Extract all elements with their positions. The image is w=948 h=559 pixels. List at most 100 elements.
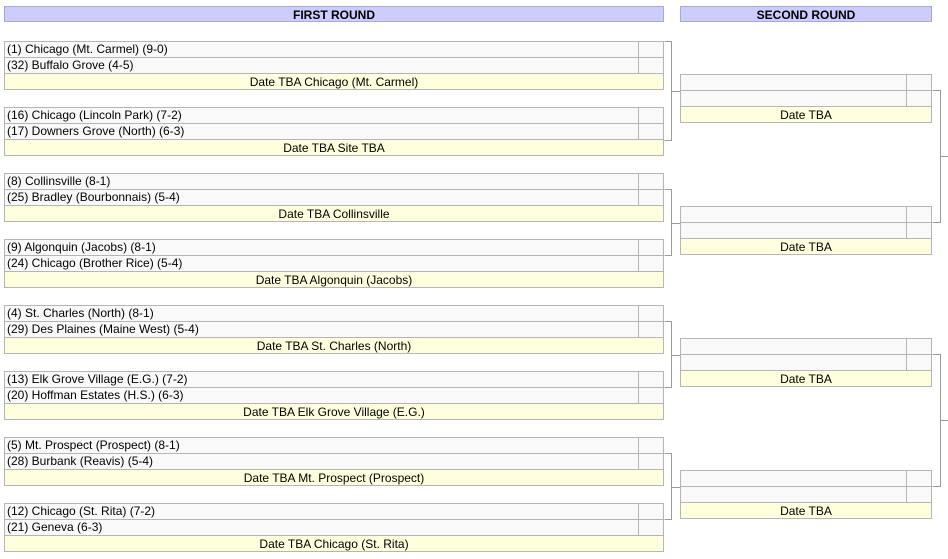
team-name: (24) Chicago (Brother Rice) (5-4): [7, 256, 183, 270]
team-slot[interactable]: (32) Buffalo Grove (4-5): [4, 57, 664, 73]
team-slot[interactable]: [680, 470, 932, 486]
connector-line: [664, 355, 672, 388]
team-slot[interactable]: [680, 206, 932, 222]
team-name: [681, 471, 906, 486]
connector-line: [664, 91, 672, 141]
team-slot[interactable]: [680, 338, 932, 354]
team-name: (20) Hoffman Estates (H.S.) (6-3): [7, 388, 184, 402]
team-score: [638, 504, 663, 519]
first-round-matchup-8: (12) Chicago (St. Rita) (7-2) (21) Genev…: [4, 503, 664, 552]
team-name: (8) Collinsville (8-1): [7, 174, 111, 188]
team-slot[interactable]: [680, 354, 932, 370]
team-score: [906, 207, 931, 222]
first-round-matchup-6: (13) Elk Grove Village (E.G.) (7-2) (20)…: [4, 371, 664, 420]
team-name: (13) Elk Grove Village (E.G.) (7-2): [7, 372, 188, 386]
team-score: [638, 190, 663, 205]
game-info: Date TBA: [680, 502, 932, 519]
team-slot[interactable]: (29) Des Plaines (Maine West) (5-4): [4, 321, 664, 337]
team-slot[interactable]: (17) Downers Grove (North) (6-3): [4, 123, 664, 139]
connector-line: [932, 90, 948, 157]
connector-line: [664, 189, 680, 224]
team-score: [638, 520, 663, 535]
team-slot[interactable]: (24) Chicago (Brother Rice) (5-4): [4, 255, 664, 271]
game-info: Date TBA: [680, 106, 932, 123]
team-score: [906, 91, 931, 106]
team-name: (21) Geneva (6-3): [7, 520, 103, 534]
team-slot[interactable]: (9) Algonquin (Jacobs) (8-1): [4, 239, 664, 255]
team-slot[interactable]: [680, 222, 932, 238]
team-score: [906, 223, 931, 238]
team-score: [906, 471, 931, 486]
team-score: [638, 58, 663, 73]
team-slot[interactable]: (25) Bradley (Bourbonnais) (5-4): [4, 189, 664, 205]
team-name: [681, 487, 906, 502]
connector-line: [932, 156, 941, 223]
team-slot[interactable]: (4) St. Charles (North) (8-1): [4, 305, 664, 321]
team-name: [681, 207, 906, 222]
game-info: Date TBA Elk Grove Village (E.G.): [4, 403, 664, 420]
team-score: [638, 108, 663, 123]
team-slot[interactable]: (12) Chicago (St. Rita) (7-2): [4, 503, 664, 519]
connector-line: [932, 354, 948, 421]
team-name: (12) Chicago (St. Rita) (7-2): [7, 504, 156, 518]
team-name: [681, 75, 906, 90]
game-info: Date TBA Collinsville: [4, 205, 664, 222]
connector-line: [664, 223, 672, 256]
team-score: [906, 487, 931, 502]
second-round-header: SECOND ROUND: [680, 6, 932, 22]
second-round-matchup-2: Date TBA: [680, 206, 932, 255]
team-score: [906, 339, 931, 354]
connector-line: [664, 487, 672, 520]
team-slot[interactable]: (21) Geneva (6-3): [4, 519, 664, 535]
game-info: Date TBA Site TBA: [4, 139, 664, 156]
team-score: [906, 75, 931, 90]
team-name: (16) Chicago (Lincoln Park) (7-2): [7, 108, 182, 122]
team-name: (5) Mt. Prospect (Prospect) (8-1): [7, 438, 180, 452]
team-slot[interactable]: (13) Elk Grove Village (E.G.) (7-2): [4, 371, 664, 387]
team-name: (32) Buffalo Grove (4-5): [7, 58, 134, 72]
team-slot[interactable]: (5) Mt. Prospect (Prospect) (8-1): [4, 437, 664, 453]
game-info: Date TBA Chicago (St. Rita): [4, 535, 664, 552]
first-round-matchup-1: (1) Chicago (Mt. Carmel) (9-0) (32) Buff…: [4, 41, 664, 90]
first-round-matchup-2: (16) Chicago (Lincoln Park) (7-2) (17) D…: [4, 107, 664, 156]
team-slot[interactable]: (8) Collinsville (8-1): [4, 173, 664, 189]
connector-line: [664, 453, 680, 488]
team-name: (29) Des Plaines (Maine West) (5-4): [7, 322, 199, 336]
team-score: [638, 454, 663, 469]
first-round-matchup-3: (8) Collinsville (8-1) (25) Bradley (Bou…: [4, 173, 664, 222]
first-round-matchup-5: (4) St. Charles (North) (8-1) (29) Des P…: [4, 305, 664, 354]
team-score: [638, 124, 663, 139]
team-slot[interactable]: (20) Hoffman Estates (H.S.) (6-3): [4, 387, 664, 403]
team-score: [638, 322, 663, 337]
team-slot[interactable]: [680, 74, 932, 90]
team-score: [638, 174, 663, 189]
game-info: Date TBA: [680, 238, 932, 255]
first-round-header: FIRST ROUND: [4, 6, 664, 22]
game-info: Date TBA St. Charles (North): [4, 337, 664, 354]
team-name: (1) Chicago (Mt. Carmel) (9-0): [7, 42, 168, 56]
team-slot[interactable]: (28) Burbank (Reavis) (5-4): [4, 453, 664, 469]
team-score: [638, 372, 663, 387]
connector-line: [664, 41, 680, 92]
team-score: [638, 42, 663, 57]
game-info: Date TBA Algonquin (Jacobs): [4, 271, 664, 288]
team-name: (17) Downers Grove (North) (6-3): [7, 124, 185, 138]
team-name: (25) Bradley (Bourbonnais) (5-4): [7, 190, 180, 204]
team-score: [638, 438, 663, 453]
team-slot[interactable]: (1) Chicago (Mt. Carmel) (9-0): [4, 41, 664, 57]
team-score: [638, 256, 663, 271]
team-slot[interactable]: (16) Chicago (Lincoln Park) (7-2): [4, 107, 664, 123]
team-slot[interactable]: [680, 90, 932, 106]
team-score: [906, 355, 931, 370]
game-info: Date TBA Chicago (Mt. Carmel): [4, 73, 664, 90]
team-score: [638, 388, 663, 403]
team-name: (9) Algonquin (Jacobs) (8-1): [7, 240, 156, 254]
team-slot[interactable]: [680, 486, 932, 502]
team-score: [638, 240, 663, 255]
team-name: [681, 223, 906, 238]
second-round-matchup-3: Date TBA: [680, 338, 932, 387]
connector-line: [664, 321, 680, 356]
team-name: [681, 355, 906, 370]
first-round-matchup-4: (9) Algonquin (Jacobs) (8-1) (24) Chicag…: [4, 239, 664, 288]
first-round-matchup-7: (5) Mt. Prospect (Prospect) (8-1) (28) B…: [4, 437, 664, 486]
